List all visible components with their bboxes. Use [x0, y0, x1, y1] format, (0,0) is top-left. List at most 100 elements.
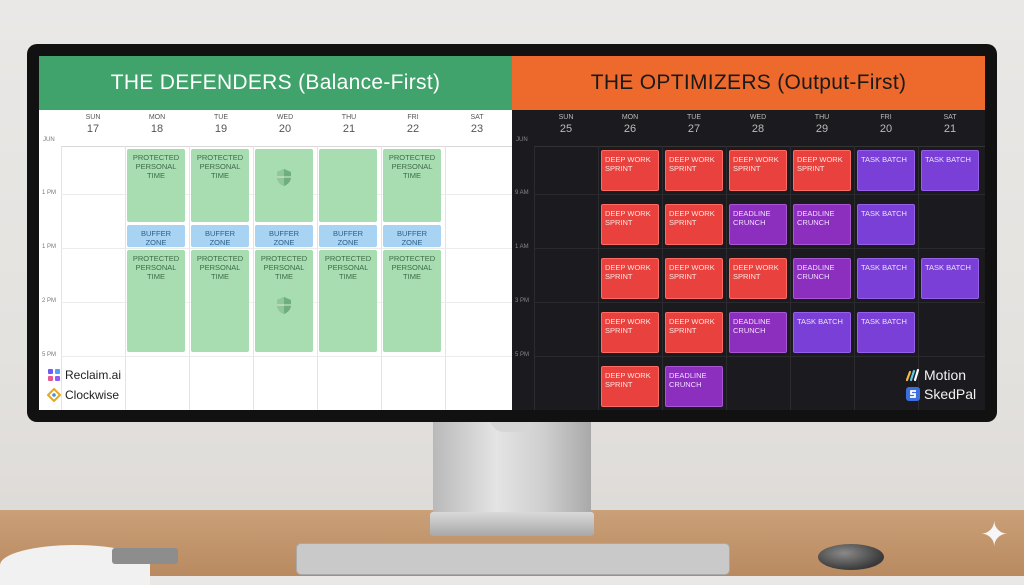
time-label: 1 PM	[42, 244, 57, 250]
grid-column-line	[534, 146, 535, 410]
grid-column-line	[61, 146, 62, 410]
panel-title: THE DEFENDERS (Balance-First)	[39, 56, 512, 110]
event-protected-time[interactable]: PROTECTED PERSONAL TIME	[191, 250, 249, 352]
reclaim-logo-icon	[48, 369, 60, 381]
time-label: 5 PM	[42, 352, 57, 358]
event-deep-work[interactable]: DEEP WORK SPRINT	[665, 150, 723, 191]
event-deadline-crunch[interactable]: DEADLINE CRUNCH	[729, 204, 787, 245]
event-deep-work[interactable]: DEEP WORK SPRINT	[665, 258, 723, 299]
time-label: 1 AM	[515, 244, 529, 250]
grid-column-line	[125, 146, 126, 410]
grid-row-line	[61, 356, 512, 357]
keyboard	[296, 543, 730, 575]
event-buffer-zone[interactable]: BUFFER ZONE	[319, 225, 377, 247]
grid-column-line	[662, 146, 663, 410]
event-protected-time[interactable]: PROTECTED PERSONAL TIME	[191, 149, 249, 222]
event-deep-work[interactable]: DEEP WORK SPRINT	[601, 366, 659, 407]
monitor-stand-base	[430, 512, 594, 536]
grid-column-line	[381, 146, 382, 410]
grid-column-line	[189, 146, 190, 410]
month-label: JUN	[43, 137, 55, 143]
brand-clockwise: Clockwise	[47, 388, 119, 402]
event-deep-work[interactable]: DEEP WORK SPRINT	[665, 312, 723, 353]
skedpal-logo-icon	[906, 387, 920, 401]
motion-logo-icon	[906, 368, 920, 382]
header-divider	[61, 146, 512, 147]
event-protected-time[interactable]: PROTECTED PERSONAL TIME	[383, 149, 441, 222]
event-buffer-zone[interactable]: BUFFER ZONE	[383, 225, 441, 247]
event-buffer-zone[interactable]: BUFFER ZONE	[191, 225, 249, 247]
grid-column-line	[253, 146, 254, 410]
event-deep-work[interactable]: DEEP WORK SPRINT	[601, 204, 659, 245]
grid-row-line	[534, 302, 985, 303]
grid-row-line	[534, 194, 985, 195]
event-protected-time[interactable]: PROTECTED PERSONAL TIME	[127, 149, 185, 222]
grid-column-line	[598, 146, 599, 410]
event-deadline-crunch[interactable]: DEADLINE CRUNCH	[729, 312, 787, 353]
brand-motion: Motion	[906, 367, 966, 383]
grid-column-line	[854, 146, 855, 410]
event-deep-work[interactable]: DEEP WORK SPRINT	[793, 150, 851, 191]
time-label: 1 PM	[42, 190, 57, 196]
event-buffer-zone[interactable]: BUFFER ZONE	[255, 225, 313, 247]
time-label: 5 PM	[515, 352, 530, 358]
shield-icon	[274, 166, 294, 188]
brand-skedpal: SkedPal	[906, 386, 976, 402]
event-protected-time[interactable]: PROTECTED PERSONAL TIME	[127, 250, 185, 352]
event-task-batch[interactable]: TASK BATCH	[857, 258, 915, 299]
grid-row-line	[61, 248, 512, 249]
grid-column-line	[317, 146, 318, 410]
event-deep-work[interactable]: DEEP WORK SPRINT	[729, 150, 787, 191]
event-task-batch[interactable]: TASK BATCH	[857, 312, 915, 353]
time-label: 9 AM	[515, 190, 529, 196]
event-protected-block[interactable]	[319, 149, 377, 222]
event-task-batch[interactable]: TASK BATCH	[857, 150, 915, 191]
notepad	[112, 548, 178, 564]
grid-column-line	[726, 146, 727, 410]
grid-row-line	[534, 356, 985, 357]
event-protected-time[interactable]: PROTECTED PERSONAL TIME	[319, 250, 377, 352]
event-deadline-crunch[interactable]: DEADLINE CRUNCH	[665, 366, 723, 407]
grid-column-line	[918, 146, 919, 410]
event-protected-time[interactable]: PROTECTED PERSONAL TIME	[383, 250, 441, 352]
event-task-batch[interactable]: TASK BATCH	[921, 258, 979, 299]
event-deep-work[interactable]: DEEP WORK SPRINT	[665, 204, 723, 245]
event-task-batch[interactable]: TASK BATCH	[793, 312, 851, 353]
grid-column-line	[445, 146, 446, 410]
event-deadline-crunch[interactable]: DEADLINE CRUNCH	[793, 258, 851, 299]
sparkle-icon: ✦	[980, 516, 1009, 554]
monitor-stand	[433, 418, 591, 518]
event-deep-work[interactable]: DEEP WORK SPRINT	[601, 312, 659, 353]
clockwise-logo-icon	[47, 388, 61, 402]
mouse	[818, 544, 884, 570]
panel-title: THE OPTIMIZERS (Output-First)	[512, 56, 985, 110]
event-buffer-zone[interactable]: BUFFER ZONE	[127, 225, 185, 247]
shield-icon	[274, 294, 294, 316]
event-deep-work[interactable]: DEEP WORK SPRINT	[601, 258, 659, 299]
event-task-batch[interactable]: TASK BATCH	[921, 150, 979, 191]
grid-row-line	[534, 248, 985, 249]
event-deadline-crunch[interactable]: DEADLINE CRUNCH	[793, 204, 851, 245]
event-deep-work[interactable]: DEEP WORK SPRINT	[729, 258, 787, 299]
event-deep-work[interactable]: DEEP WORK SPRINT	[601, 150, 659, 191]
event-task-batch[interactable]: TASK BATCH	[857, 204, 915, 245]
grid-column-line	[790, 146, 791, 410]
time-label: 2 PM	[42, 298, 57, 304]
